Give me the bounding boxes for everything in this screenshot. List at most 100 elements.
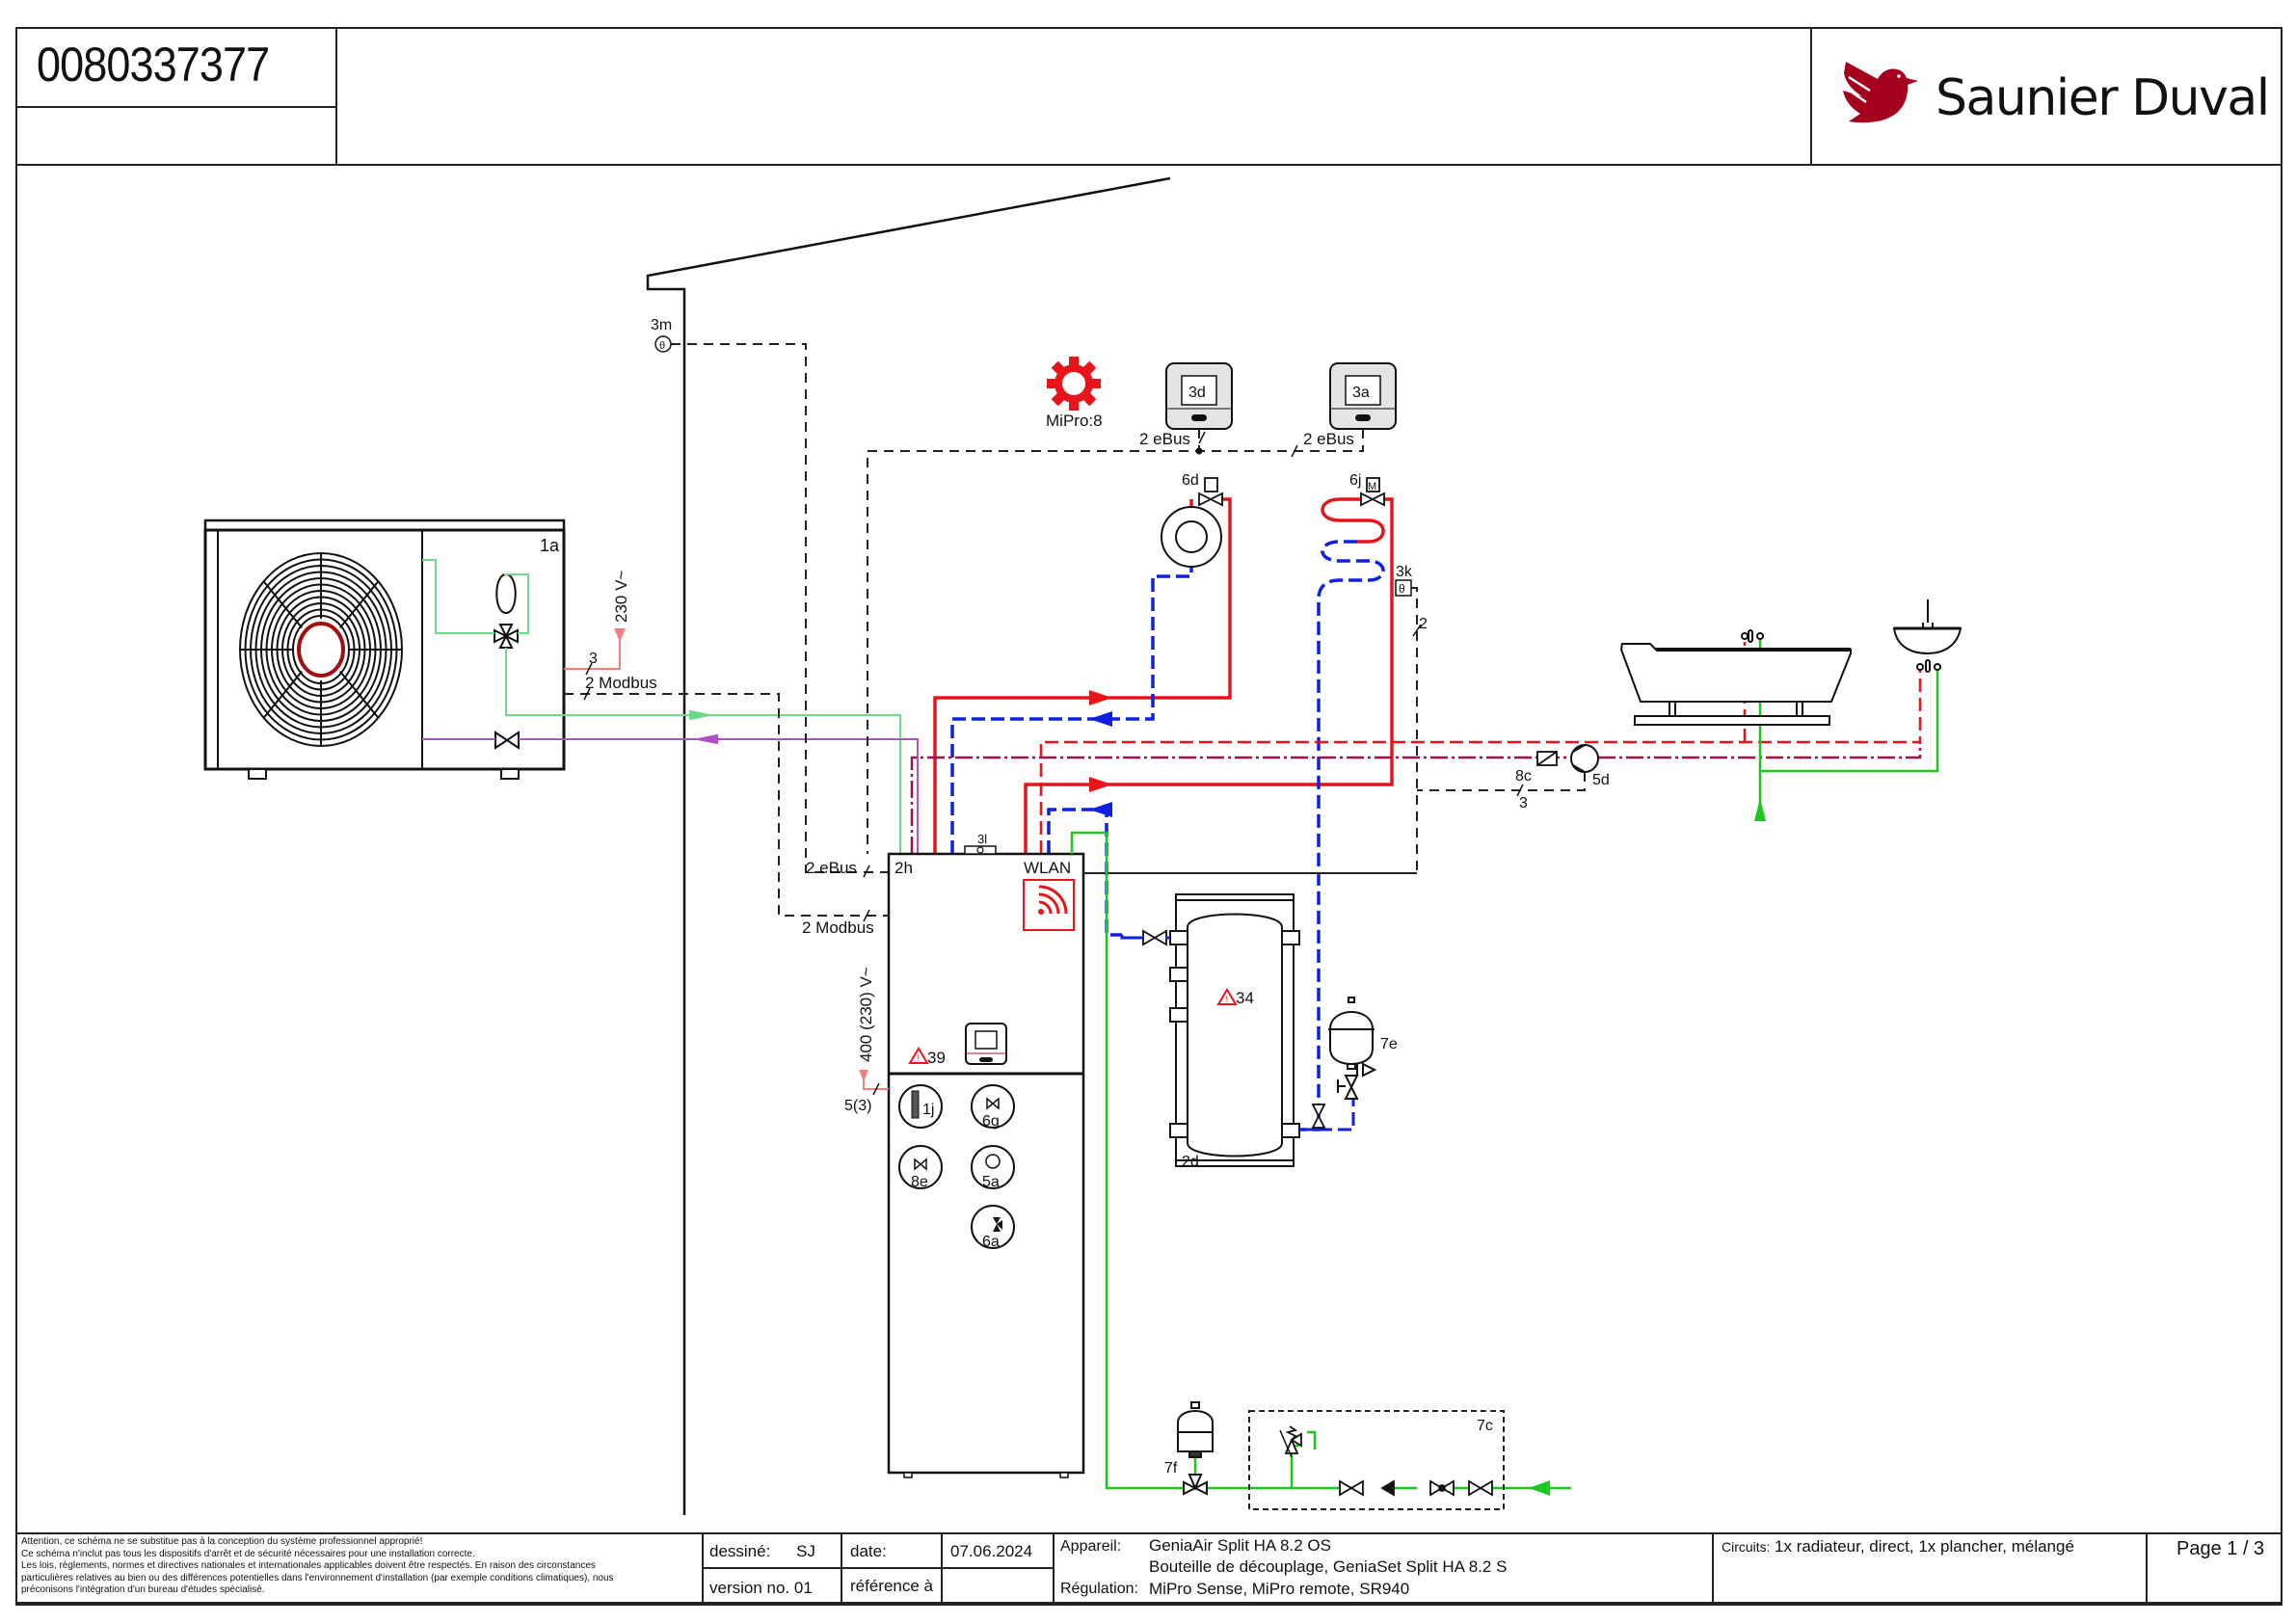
appliance-label: Appareil: [1060, 1538, 1122, 1555]
fan-spoke [262, 580, 303, 629]
brand-cell: Saunier Duval [1810, 27, 2283, 166]
label-6a: 6a [982, 1234, 1000, 1250]
gear-tooth [1081, 390, 1097, 407]
circuits-label: Circuits: [1722, 1539, 1771, 1555]
label-3k: 3k [1396, 564, 1413, 580]
drawn-value: SJ [796, 1542, 815, 1560]
label-indoor-power-wires: 5(3) [844, 1098, 871, 1114]
version-label: version no. 01 [709, 1579, 813, 1597]
component-6a-icon [971, 1205, 1015, 1249]
safety-valve-icon [1284, 1425, 1302, 1454]
circuits-cell: Circuits: 1x radiateur, direct, 1x planc… [1712, 1532, 2148, 1604]
label-7c: 7c [1477, 1418, 1493, 1434]
gear-tooth [1069, 357, 1079, 368]
drawing-frame [15, 164, 2283, 1606]
appliance-line1: GeniaAir Split HA 8.2 OS [1149, 1536, 1331, 1555]
building-outline [646, 176, 1171, 1515]
outdoor-power-line: 3 230 V~ [564, 571, 630, 676]
label-6j-motor: M [1368, 481, 1376, 492]
label-2h: 2h [894, 859, 913, 877]
valve-8c-icon [1536, 751, 1558, 766]
regulation-label: Régulation: [1060, 1581, 1138, 1597]
ebus-line [867, 429, 1364, 854]
label-outdoor-wires: 3 [589, 651, 598, 667]
gear-tooth [1089, 379, 1101, 388]
label-indoor-power: 400 (230) V~ [857, 967, 875, 1062]
modbus-line [564, 693, 889, 917]
date-label-cell: date: [841, 1532, 943, 1569]
label-8c: 8c [1515, 768, 1532, 785]
gear-tooth [1047, 379, 1058, 388]
drawing-number-cell: 0080337377 [15, 27, 337, 108]
safety-group-7c [1248, 1410, 1505, 1510]
component-6g-icon [971, 1084, 1015, 1129]
date-value: 07.06.2024 [950, 1542, 1033, 1560]
label-5d: 5d [1592, 772, 1610, 788]
reference-value-cell [941, 1567, 1055, 1604]
disclaimer-line: préconisons l'intégration d'un bureau d'… [21, 1584, 265, 1595]
gear-tooth [1051, 360, 1067, 377]
regulation-value: MiPro Sense, MiPro remote, SR940 [1149, 1580, 1410, 1598]
version-cell: version no. 01 [702, 1567, 842, 1604]
appliance-cell: Appareil: GeniaAir Split HA 8.2 OS Boute… [1053, 1532, 1714, 1604]
label-3m: 3m [651, 317, 672, 333]
brand-name: Saunier Duval [1936, 69, 2270, 127]
component-1j-icon [898, 1084, 943, 1129]
label-7e: 7e [1380, 1036, 1398, 1052]
fan-spoke [262, 670, 303, 719]
expansion-vessel-7f [1177, 1401, 1214, 1496]
radiator-icon [1161, 506, 1222, 568]
drawing-number-subcell [15, 106, 337, 166]
label-3l: 3l [977, 832, 987, 846]
bathtub-icon [1619, 629, 1852, 726]
tank-inlet-valve-icon [1142, 929, 1167, 946]
circuits-value: 1x radiateur, direct, 1x plancher, mélan… [1775, 1537, 2074, 1556]
label-3k-wires: 2 [1419, 616, 1428, 632]
controller-3a: 3a [1329, 362, 1397, 430]
controller-3d: 3d [1165, 362, 1233, 430]
label-6d: 6d [1182, 472, 1199, 489]
disclaimer-line: particulières relatives au bien ou des d… [21, 1572, 614, 1583]
sensor-3k-icon: θ [1399, 582, 1405, 596]
disclaimer-line: Attention, ce schéma ne se substitue pas… [21, 1536, 423, 1547]
fan-icon [239, 552, 403, 747]
control-panel-icon [965, 1023, 1007, 1065]
reference-label: référence à [850, 1577, 933, 1595]
buffer-tank-2d [1169, 893, 1300, 1167]
outdoor-sensor-3m: 3m θ [651, 317, 889, 873]
label-outdoor-power: 230 V~ [612, 571, 630, 623]
disclaimer-cell: Attention, ce schéma ne se substitue pas… [15, 1532, 704, 1604]
outdoor-unit-1a: 1a [203, 519, 566, 780]
drain-valve-icon [1311, 1104, 1326, 1129]
svg-text:!: ! [1225, 995, 1228, 1004]
fan-spoke [339, 580, 380, 629]
thermometer-icon: θ [659, 340, 665, 352]
label-wlan: WLAN [1024, 859, 1071, 877]
mixing-valve-6j-icon: M [1360, 477, 1385, 507]
date-value-cell: 07.06.2024 [941, 1532, 1055, 1569]
component-8e-icon [898, 1145, 943, 1189]
disclaimer-line: Ce schéma n'inclut pas tous les disposit… [21, 1548, 475, 1559]
compressor-icon [495, 572, 517, 615]
funnel-icon [1279, 1429, 1293, 1458]
warning-39-icon: ! [908, 1047, 929, 1064]
svg-text:!: ! [917, 1053, 920, 1063]
label-3d: 3d [1188, 385, 1206, 401]
gear-tooth [1081, 360, 1097, 377]
drawing-number: 0080337377 [37, 38, 270, 92]
mipro-gear-icon [1047, 357, 1101, 411]
label-3a: 3a [1352, 385, 1370, 401]
inlet-valves-icon [1339, 1479, 1493, 1497]
washbasin-icon [1892, 599, 1962, 673]
drawn-cell: dessiné: SJ [702, 1532, 842, 1569]
label-ebus-3a: 2 eBus [1303, 430, 1354, 448]
label-ebus-3d: 2 eBus [1139, 430, 1190, 448]
label-1j: 1j [922, 1102, 934, 1118]
label-5a: 5a [982, 1174, 1000, 1190]
label-7f: 7f [1164, 1460, 1178, 1477]
bird-logo-icon [1843, 62, 1918, 123]
label-6g: 6g [982, 1113, 1000, 1130]
indoor-unit-2h: 2h WLAN ! 39 [887, 832, 1085, 1478]
drawn-label: dessiné: [709, 1542, 771, 1560]
